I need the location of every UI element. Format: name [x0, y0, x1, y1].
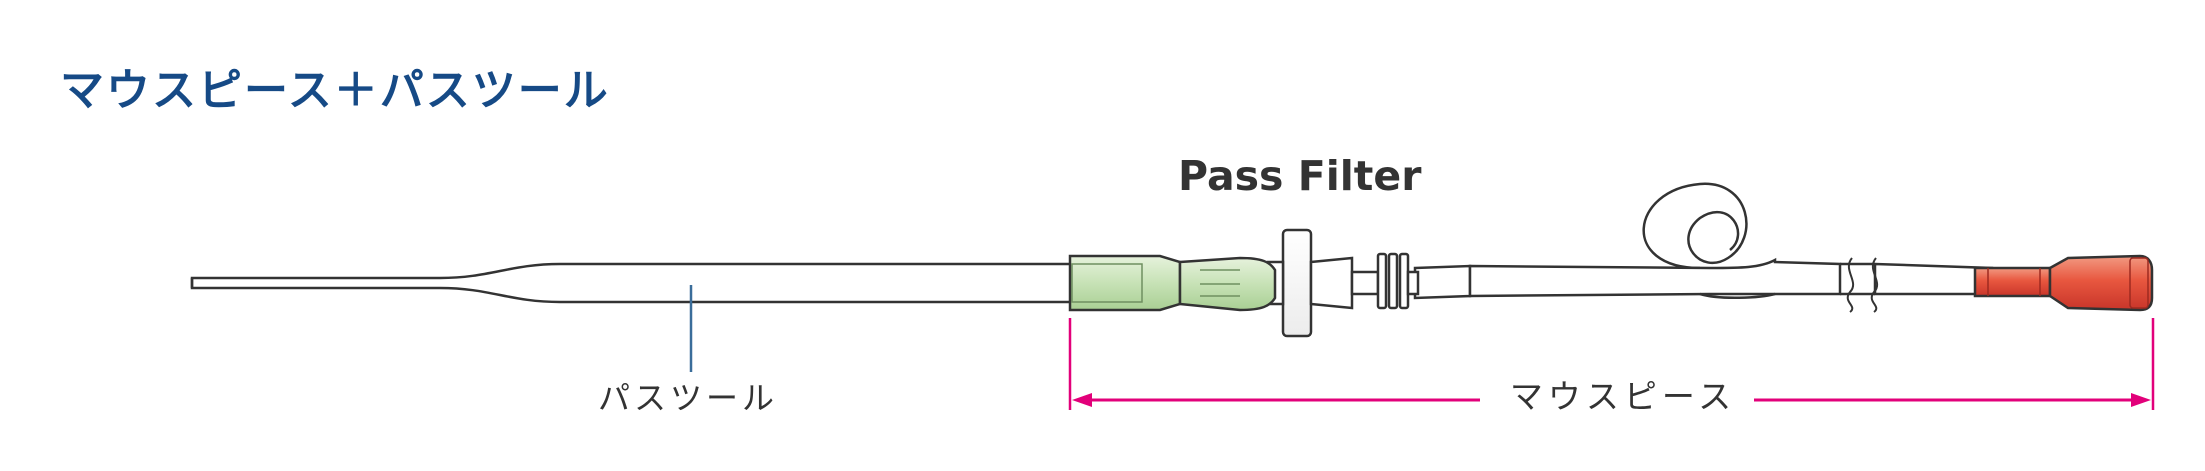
pass-filter [1266, 228, 1420, 338]
mouthpiece-tube [1413, 257, 1994, 300]
mouthpiece-label: マウスピース [1492, 370, 1754, 418]
page-title: マウスピース＋パスツール [60, 65, 610, 116]
red-tip [1973, 254, 2154, 312]
pass-tool-label: パスツール [598, 379, 779, 417]
green-connector [1068, 254, 1277, 312]
tube-break-marks [1846, 257, 1879, 313]
pass-filter-label: Pass Filter [1178, 152, 1422, 200]
mouthpiece-coil [1469, 182, 1748, 277]
dimension-arrow [1068, 318, 2155, 410]
pass-tool [190, 262, 1074, 304]
